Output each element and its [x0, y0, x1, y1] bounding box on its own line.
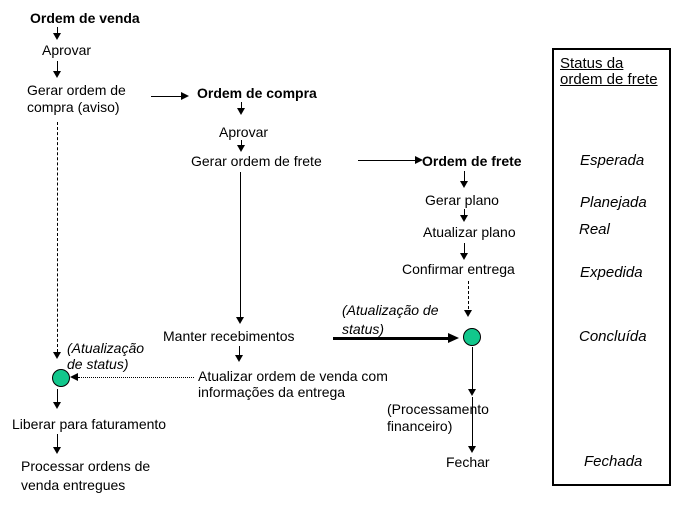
status-item: Expedida: [580, 264, 643, 281]
arrowhead-icon: [53, 352, 61, 359]
arrowhead-icon: [53, 447, 61, 454]
arrowhead-icon: [53, 33, 61, 40]
status-update-annotation-left: (Atualização de status): [67, 340, 145, 372]
arrow-po-to-approve: [241, 102, 242, 108]
arrow-fo-to-generate-plan: [464, 171, 465, 181]
thick-arrow-update-to-milestone: [333, 337, 448, 340]
update-plan-step: Atualizar plano: [423, 224, 516, 240]
arrowhead-icon: [237, 145, 245, 152]
purchase-order-title: Ordem de compra: [197, 85, 317, 101]
arrow-approve-to-generate-po: [57, 61, 58, 71]
confirm-delivery-step: Confirmar entrega: [402, 261, 515, 277]
generate-purchase-order-step: Gerar ordem de compra (aviso): [27, 82, 126, 115]
dashed-line-sales-to-milestone: [57, 122, 58, 352]
purchase-approve-step: Aprovar: [219, 124, 269, 140]
generate-plan-step: Gerar plano: [425, 192, 499, 208]
arrowhead-icon: [464, 310, 472, 317]
arrowhead-icon: [448, 333, 459, 343]
close-step: Fechar: [446, 454, 490, 470]
maintain-receipts-step: Manter recebimentos: [163, 328, 295, 344]
milestone-circle-sales: [52, 369, 70, 387]
status-item: Planejada: [580, 194, 647, 211]
arrow-release-to-process: [57, 434, 58, 447]
arrow-approve-to-generate-fo: [241, 140, 242, 145]
arrow-update-plan-to-confirm: [464, 243, 465, 253]
arrow-generate-fo-to-freight-order: [358, 160, 415, 161]
update-sales-order-step: Atualizar ordem de venda com informações…: [198, 368, 388, 400]
financial-processing-annotation: (Processamento financeiro): [387, 401, 489, 434]
arrow-receipts-to-update: [239, 346, 240, 355]
arrowhead-icon: [237, 108, 245, 115]
milestone-circle-freight: [463, 328, 481, 346]
arrowhead-icon: [235, 355, 243, 362]
status-legend-panel: Status da ordem de frete Esperada Planej…: [552, 48, 671, 486]
arrow-plan-to-update-plan: [464, 209, 465, 215]
status-update-annotation-right: (Atualização de status): [342, 302, 439, 337]
arrowhead-icon: [53, 71, 61, 78]
status-item: Esperada: [580, 152, 645, 169]
process-delivered-orders-step: Processar ordens de venda entregues: [21, 458, 151, 493]
arrowhead-icon: [53, 402, 61, 409]
arrow-milestone-to-financial: [472, 347, 473, 389]
arrowhead-icon: [415, 156, 423, 164]
arrowhead-icon: [236, 317, 244, 324]
arrow-milestone-to-release: [57, 389, 58, 402]
dotted-arrow-update-to-milestone: [78, 377, 194, 378]
generate-freight-order-step: Gerar ordem de frete: [191, 153, 322, 169]
sales-order-title: Ordem de venda: [30, 10, 140, 26]
sales-approve-step: Aprovar: [42, 42, 92, 58]
arrowhead-icon: [468, 389, 476, 396]
release-for-billing-step: Liberar para faturamento: [12, 416, 167, 432]
arrowhead-icon: [181, 92, 189, 100]
arrowhead-icon: [460, 215, 468, 222]
arrowhead-icon: [70, 373, 78, 381]
arrow-generate-po-to-purchase-order: [151, 96, 181, 97]
arrow-financial-to-close: [472, 397, 473, 446]
arrow-generate-fo-to-receipts: [240, 172, 241, 317]
arrowhead-icon: [460, 253, 468, 260]
dashed-line-confirm-to-milestone: [468, 281, 469, 309]
arrow-sales-to-approve: [57, 27, 58, 33]
status-item: Fechada: [584, 453, 643, 470]
status-legend-title: Status da ordem de frete: [560, 55, 658, 88]
freight-order-title: Ordem de frete: [422, 153, 522, 169]
status-item: Real: [579, 221, 610, 238]
arrowhead-icon: [468, 446, 476, 453]
status-item: Concluída: [579, 328, 647, 345]
arrowhead-icon: [460, 181, 468, 188]
